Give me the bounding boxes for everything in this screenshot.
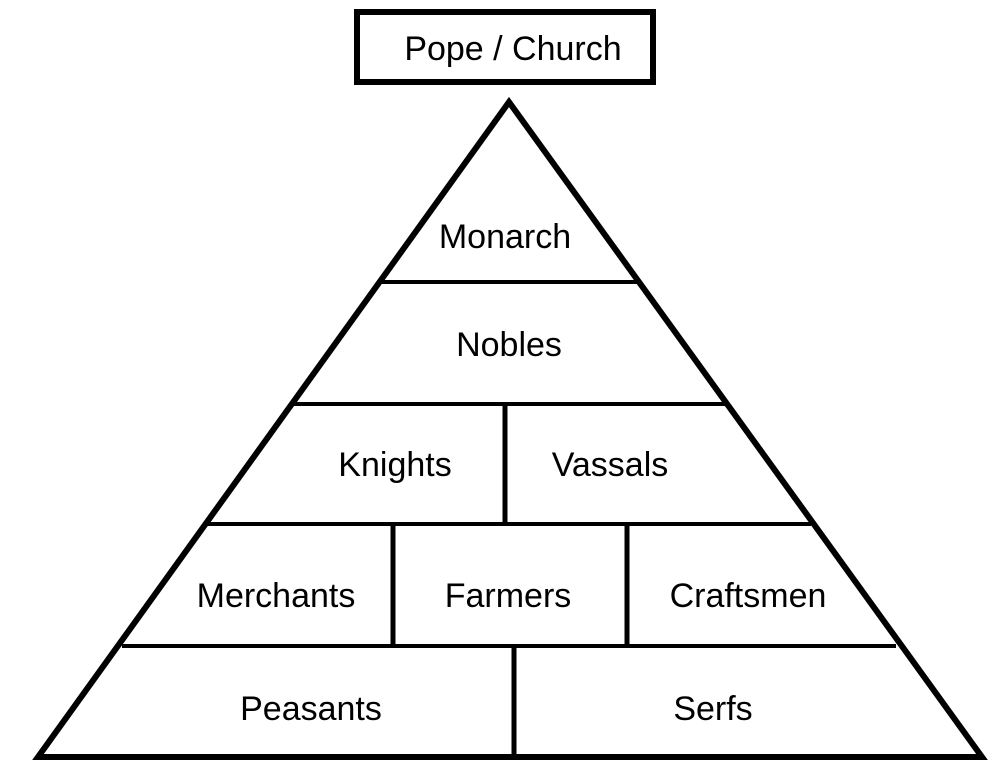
- tier-label-monarch: Monarch: [439, 218, 571, 256]
- tier-label-serfs: Serfs: [673, 690, 752, 728]
- tier-label-nobles: Nobles: [456, 326, 562, 364]
- top-box-label: Pope / Church: [404, 30, 621, 68]
- tier-label-craftsmen: Craftsmen: [670, 577, 827, 615]
- tier-label-peasants: Peasants: [240, 690, 382, 728]
- tier-label-merchants: Merchants: [197, 577, 356, 615]
- tier-label-vassals: Vassals: [552, 446, 669, 484]
- top-box: Pope / Church: [354, 9, 656, 85]
- tier-label-farmers: Farmers: [445, 577, 572, 615]
- tier-label-knights: Knights: [338, 446, 451, 484]
- top-box-frame: [354, 9, 656, 85]
- pyramid-outline: [32, 96, 988, 760]
